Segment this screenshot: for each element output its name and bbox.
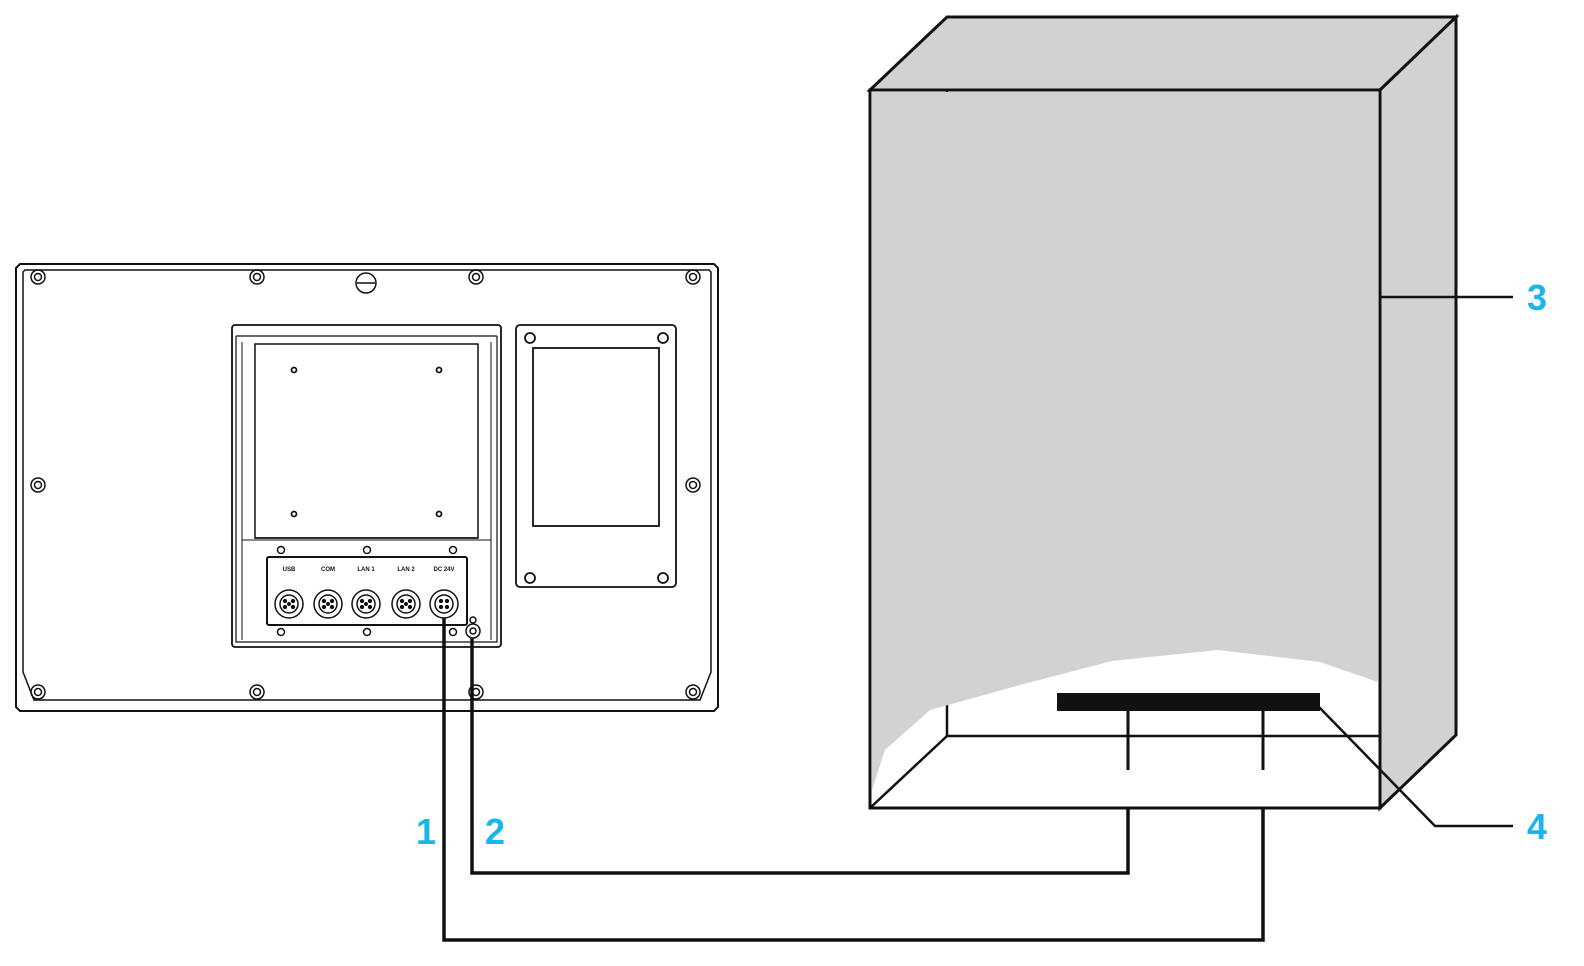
- cabinet: [866, 13, 1460, 812]
- screw-icon: [249, 269, 265, 285]
- screw-icon: [30, 477, 46, 493]
- callouts: 1 2 3 4: [416, 277, 1547, 852]
- com-connector-icon: [313, 589, 343, 619]
- screw-icon: [685, 269, 701, 285]
- wires: [442, 618, 1265, 942]
- screw-icon: [30, 269, 46, 285]
- port-label-dc24v: DC 24V: [433, 567, 454, 573]
- panel-inner-frame: [22, 269, 712, 701]
- screw-icon: [685, 684, 701, 700]
- callout-3: 3: [1527, 277, 1547, 318]
- label-window: [515, 324, 677, 588]
- callout-2: 2: [485, 811, 505, 852]
- ground-screw-icon: [355, 272, 377, 294]
- cabinet-cutaway-cover: [872, 92, 1378, 790]
- frame-screws: [30, 269, 701, 700]
- hmi-panel-rear-view: [15, 263, 719, 712]
- ground-terminal-icon: [465, 616, 481, 639]
- screw-icon: [249, 684, 265, 700]
- lan2-connector-icon: [391, 589, 421, 619]
- wire-2-functional-ground: [470, 638, 1130, 875]
- screw-icon: [30, 684, 46, 700]
- wire-1-dc-ground: [442, 618, 1265, 942]
- port-label-lan1: LAN 1: [357, 567, 375, 573]
- screw-icon: [468, 269, 484, 285]
- panel-outer-frame: [15, 263, 719, 712]
- callout-1: 1: [416, 811, 436, 852]
- connector-block: [266, 545, 481, 639]
- screw-icon: [685, 477, 701, 493]
- port-label-usb: USB: [283, 567, 296, 573]
- ground-bus-bar: [1057, 693, 1320, 711]
- port-label-lan2: LAN 2: [397, 567, 415, 573]
- port-labels: USB COM LAN 1 LAN 2 DC 24V: [283, 567, 455, 573]
- usb-connector-icon: [274, 589, 304, 619]
- lan1-connector-icon: [351, 589, 381, 619]
- dc24v-connector-icon: [429, 589, 459, 619]
- port-label-com: COM: [321, 567, 335, 573]
- cabinet-top-face: [866, 15, 1460, 92]
- mounting-plate: [254, 343, 479, 539]
- cabinet-side-face: [1378, 13, 1458, 812]
- rear-housing: [231, 324, 502, 648]
- callout-4: 4: [1527, 806, 1547, 847]
- leader-lines: [1317, 295, 1513, 828]
